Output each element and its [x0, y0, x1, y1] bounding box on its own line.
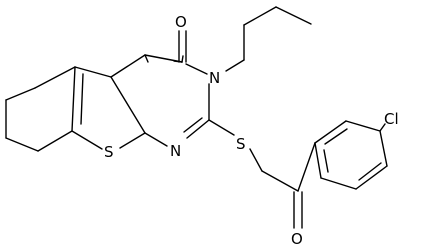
bond [243, 6, 277, 26]
oxygen-label-ketone: O [291, 230, 303, 248]
bond [355, 165, 388, 190]
bond [297, 142, 316, 192]
bond [320, 177, 357, 190]
bond [173, 60, 183, 63]
bond [71, 66, 76, 132]
chlorine-label: Cl [384, 110, 399, 128]
bond [119, 132, 146, 149]
atom-labels: O N N S S O Cl [104, 13, 399, 248]
bond [379, 123, 386, 132]
nitrogen-label-n1: N [170, 142, 181, 160]
bond [110, 54, 146, 78]
bond [185, 63, 208, 75]
bond [186, 119, 210, 139]
bond [183, 117, 203, 133]
bond [323, 149, 329, 173]
bond [5, 137, 39, 152]
bond [144, 54, 149, 63]
bond [314, 142, 322, 179]
sulfur-label-thioether: S [236, 135, 246, 153]
bond [249, 148, 263, 172]
bond [324, 128, 348, 145]
bond [379, 130, 388, 167]
oxygen-label-carbonyl: O [175, 13, 187, 31]
bond [80, 73, 84, 125]
bond [261, 170, 299, 192]
bond [181, 55, 184, 63]
bond [275, 6, 312, 25]
bond [345, 120, 381, 132]
bond [314, 120, 347, 144]
bond [208, 119, 235, 136]
sulfur-label-thiophene: S [104, 143, 114, 161]
bond [225, 59, 245, 72]
bond [5, 87, 36, 101]
bond [74, 66, 112, 78]
bond [37, 130, 73, 152]
bond [71, 130, 103, 150]
bond [144, 132, 168, 147]
bond [34, 66, 76, 89]
bonds [5, 6, 388, 229]
bond [358, 162, 382, 181]
nitrogen-label-n3: N [209, 69, 220, 87]
bond [110, 76, 146, 134]
